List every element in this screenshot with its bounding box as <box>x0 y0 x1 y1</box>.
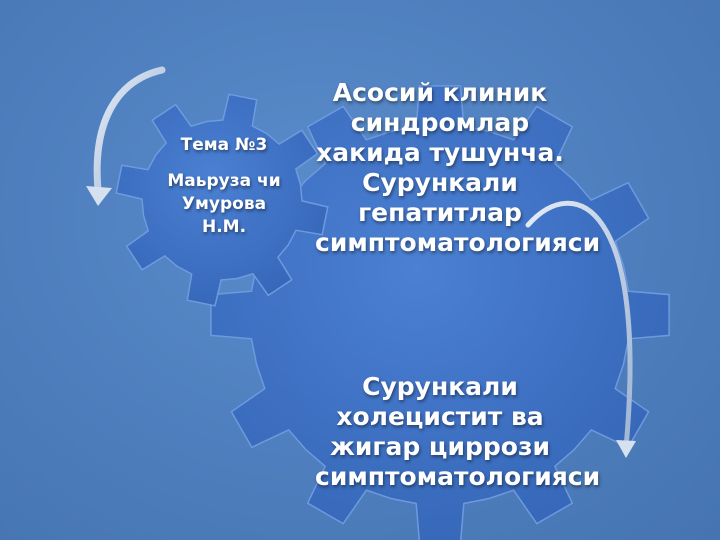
curved-arrow-icon <box>86 66 166 206</box>
topic-title: Тема №3 <box>180 135 268 155</box>
section-title-2: Сурункали холецистит ва жигар циррози си… <box>315 372 601 491</box>
small-gear-shape <box>115 93 329 307</box>
lecturer-name: Маьруза чи Умурова Н.М. <box>167 171 281 237</box>
curved-arrow-icon <box>525 200 636 458</box>
section-title-1: Асосий клиник синдромлар хакида тушунча.… <box>315 78 601 257</box>
